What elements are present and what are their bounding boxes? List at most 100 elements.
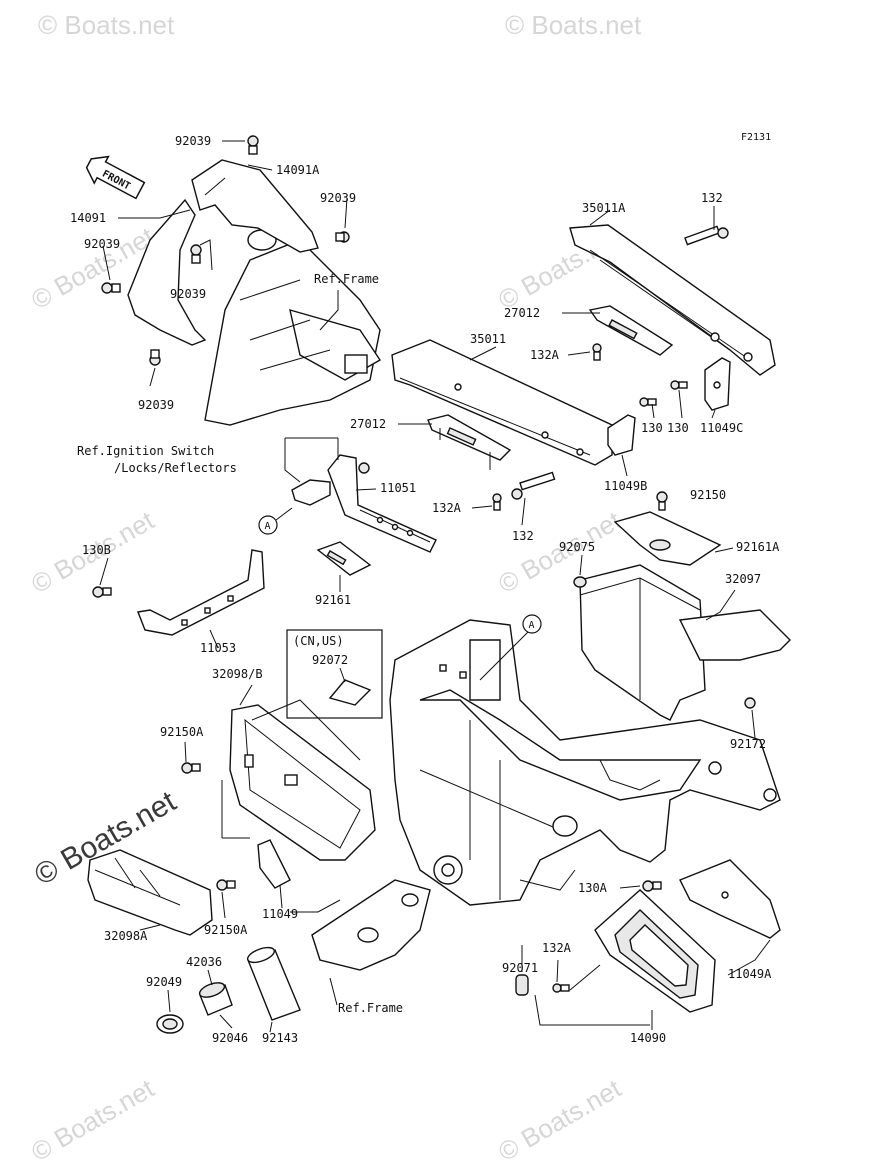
inset-title: (CN,US)	[293, 634, 344, 648]
cover-35011	[391, 339, 613, 466]
watermark: © Boats.net	[38, 10, 175, 40]
bushing-92046	[198, 982, 233, 1016]
part-label: 14091A	[276, 163, 320, 177]
part-label: 130	[641, 421, 663, 435]
part-label: 92150A	[160, 725, 204, 739]
part-label: 92161A	[736, 540, 780, 554]
part-label: 14091	[70, 211, 106, 225]
callout-A: A	[479, 614, 542, 681]
damper-27012	[588, 305, 674, 356]
part-label: 92039	[170, 287, 206, 301]
bolt-92172-icon	[744, 697, 756, 709]
ref-frame-bottom: Ref.Frame	[338, 1001, 403, 1015]
bolt-92039-icon	[247, 135, 259, 155]
callout-A: A	[258, 507, 293, 535]
bolt-130B-icon	[92, 586, 112, 598]
part-label: 11049C	[700, 421, 743, 435]
part-label: 35011A	[582, 201, 626, 215]
bolt-132A-icon	[492, 493, 502, 511]
bolt-92150A-icon	[216, 879, 236, 891]
bracket-11051	[327, 454, 437, 553]
part-label: 32097	[725, 572, 761, 586]
part-label: 14090	[630, 1031, 666, 1045]
cover-32098B	[229, 699, 376, 861]
bolt-92039-icon	[190, 244, 202, 264]
cap-92049	[156, 1014, 184, 1034]
bracket-11049B	[607, 414, 636, 456]
svg-text:A: A	[265, 521, 271, 532]
bolt-130A-icon	[642, 880, 662, 892]
ref-ignition-2: /Locks/Reflectors	[114, 461, 237, 475]
part-label: 92150A	[204, 923, 248, 937]
part-label: 92049	[146, 975, 182, 989]
bolt-132-icon	[684, 225, 729, 246]
cover-32098A	[87, 849, 213, 936]
part-label: 130B	[82, 543, 111, 557]
part-label: 92039	[84, 237, 120, 251]
figure-code: F2131	[741, 132, 771, 143]
damper-27012	[427, 414, 512, 470]
part-label: 27012	[504, 306, 540, 320]
part-label: 32098/B	[212, 667, 263, 681]
cover-14091	[127, 198, 207, 346]
bolt-130-icon	[670, 380, 688, 390]
bracket-ignition	[291, 479, 331, 506]
part-label: 92046	[212, 1031, 248, 1045]
part-label: 92150	[690, 488, 726, 502]
pad-92161A	[613, 511, 722, 566]
watermark: © Boats.net	[26, 1073, 160, 1167]
bolt-132-icon	[511, 471, 556, 500]
inset-cn-us: (CN,US) 92072	[286, 629, 383, 719]
part-label: 92172	[730, 737, 766, 751]
part-label: 35011	[470, 332, 506, 346]
ref-frame-top: Ref.Frame	[314, 272, 379, 286]
part-label: 132	[512, 529, 534, 543]
part-label: 11053	[200, 641, 236, 655]
frame-head-assembly	[204, 229, 381, 426]
part-label: 92075	[559, 540, 595, 554]
part-label: 27012	[350, 417, 386, 431]
battery-case-32097	[579, 564, 791, 721]
svg-text:A: A	[529, 620, 535, 631]
bolt-92161-icon	[358, 462, 370, 474]
part-label: 130A	[578, 881, 608, 895]
part-label: 92161	[315, 593, 351, 607]
part-label: 11049A	[728, 967, 772, 981]
sleeve-92143	[246, 946, 301, 1021]
part-label: 132	[701, 191, 723, 205]
inset-part: 92072	[312, 653, 348, 667]
cover-14091A	[191, 159, 319, 253]
part-label: 132A	[530, 348, 560, 362]
bolt-92150A-icon	[181, 762, 201, 774]
bolt-132A-icon	[592, 343, 602, 361]
part-label: 92143	[262, 1031, 298, 1045]
ref-ignition-1: Ref.Ignition Switch	[77, 444, 214, 458]
part-label: 11049B	[604, 479, 647, 493]
nut-92075-icon	[573, 576, 587, 588]
part-label: 130	[667, 421, 689, 435]
watermark: © Boats.net	[493, 1073, 627, 1167]
part-label: 132A	[542, 941, 572, 955]
bolt-132A-icon	[552, 983, 570, 993]
grommet-92071-icon	[515, 974, 529, 996]
main-frame	[389, 619, 781, 906]
part-label: 11049	[262, 907, 298, 921]
bracket-11049	[257, 839, 291, 889]
bracket-11049C	[704, 357, 731, 411]
part-label: 92039	[320, 191, 356, 205]
bolt-92150-icon	[656, 491, 668, 511]
cover-35011A	[569, 224, 776, 376]
part-label: 132A	[432, 501, 462, 515]
front-arrow-icon: FRONT	[85, 155, 146, 200]
part-label: 42036	[186, 955, 222, 969]
part-label: 32098A	[104, 929, 148, 943]
part-label: 11051	[380, 481, 416, 495]
bolt-92039-icon	[101, 282, 121, 294]
part-label: 92039	[175, 134, 211, 148]
bolt-130-icon	[639, 397, 657, 407]
watermark: © Boats.net	[505, 10, 642, 40]
part-labels: 92039 14091A 92039 14091 92039 92039 920…	[70, 134, 780, 1045]
swingarm-pivot	[311, 879, 431, 971]
bolt-92039-icon	[149, 349, 161, 366]
plate-92161	[316, 541, 372, 576]
